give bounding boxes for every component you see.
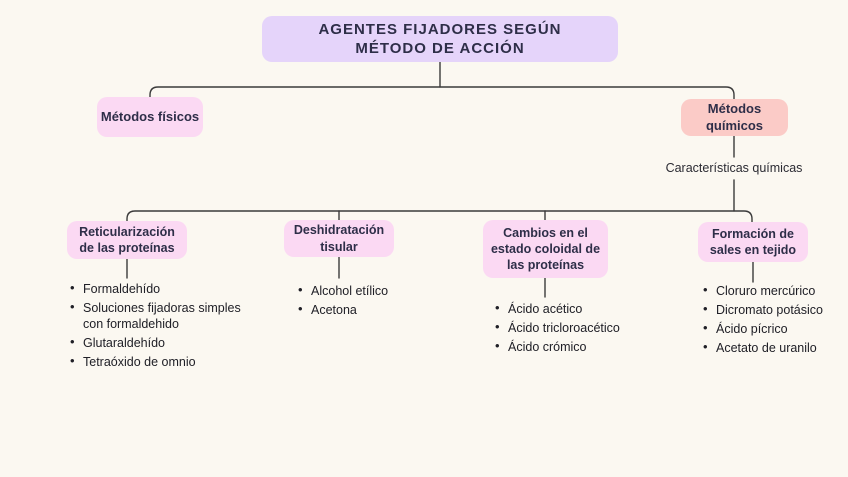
category-label: Reticularización de las proteínas [79, 224, 175, 255]
category-box-reticularizacion: Reticularización de las proteínas [67, 221, 187, 259]
list-item: Tetraóxido de omnio [70, 353, 245, 370]
category-box-deshidratacion: Deshidratación tisular [284, 220, 394, 257]
category-label: Deshidratación tisular [293, 223, 385, 254]
branch-metodos-quimicos: Métodos químicos [681, 99, 788, 136]
list-item: Acetona [298, 301, 428, 318]
annotation-caracteristicas-quimicas: Características químicas [665, 161, 803, 175]
title-label: AGENTES FIJADORES SEGÚN MÉTODO DE ACCIÓN [318, 20, 562, 58]
category-label: Formación de sales en tejido [709, 226, 797, 257]
list-item: Soluciones fijadoras simples con formald… [70, 299, 245, 332]
item-list-reticularizacion: Formaldehído Soluciones fijadoras simple… [70, 280, 245, 373]
connector-category-bar [126, 210, 753, 223]
list-item: Ácido acético [495, 300, 645, 317]
branch-metodos-fisicos: Métodos físicos [97, 97, 203, 137]
list-item: Dicromato potásico [703, 301, 848, 318]
list-item: Alcohol etílico [298, 282, 428, 299]
list-item: Formaldehído [70, 280, 245, 297]
list-item: Cloruro mercúrico [703, 282, 848, 299]
category-box-formacion-sales: Formación de sales en tejido [698, 222, 808, 262]
title-box: AGENTES FIJADORES SEGÚN MÉTODO DE ACCIÓN [262, 16, 618, 62]
list-item: Ácido crómico [495, 338, 645, 355]
connector-branch-bar [149, 86, 735, 100]
branch-label: Métodos químicos [705, 100, 764, 133]
list-item: Ácido tricloroacético [495, 319, 645, 336]
item-list-deshidratacion: Alcohol etílico Acetona [298, 282, 428, 321]
category-box-cambios-coloidal: Cambios en el estado coloidal de las pro… [483, 220, 608, 278]
branch-label: Métodos físicos [100, 108, 200, 124]
list-item: Ácido pícrico [703, 320, 848, 337]
list-item: Acetato de uranilo [703, 339, 848, 356]
category-label: Cambios en el estado coloidal de las pro… [490, 225, 601, 273]
item-list-cambios-coloidal: Ácido acético Ácido tricloroacético Ácid… [495, 300, 645, 358]
item-list-formacion-sales: Cloruro mercúrico Dicromato potásico Áci… [703, 282, 848, 359]
list-item: Glutaraldehído [70, 334, 245, 351]
